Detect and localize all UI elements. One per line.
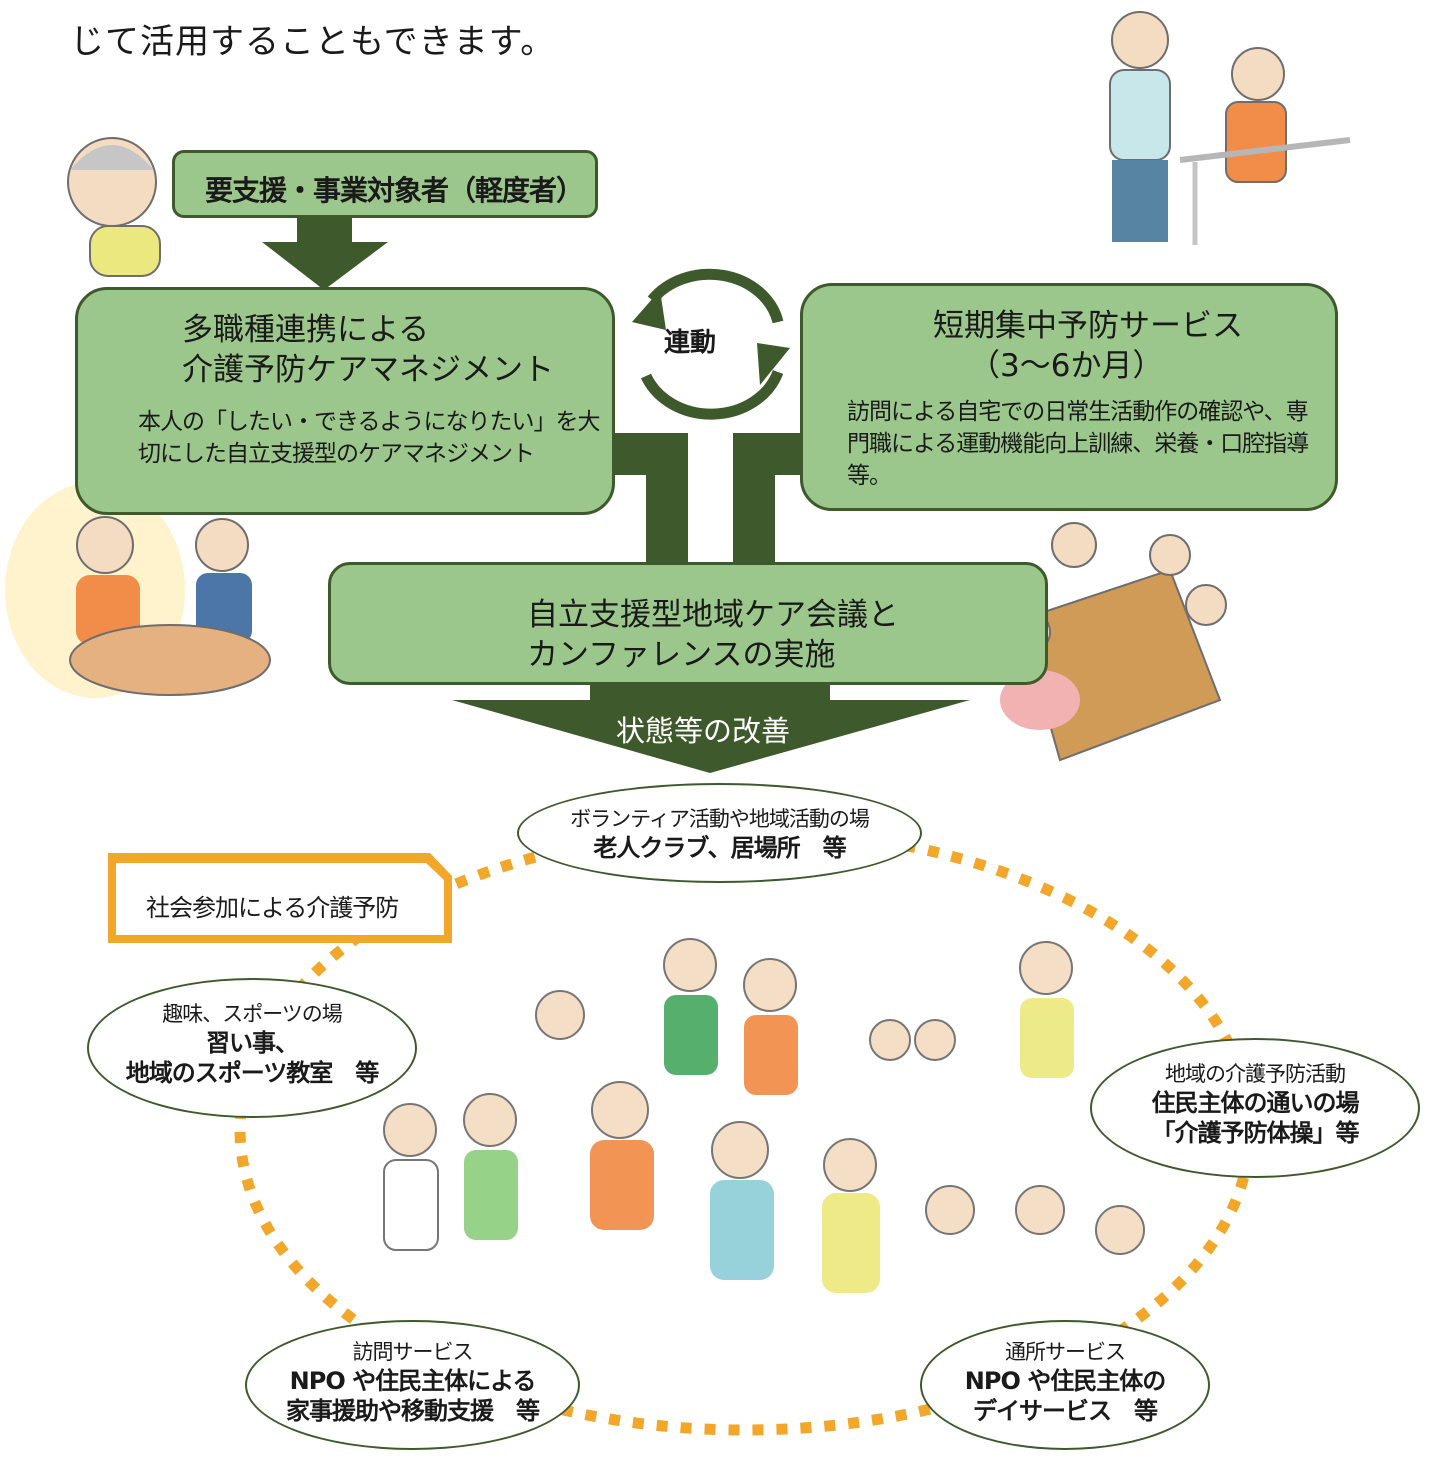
elderly-man-illustration (67, 137, 161, 277)
improvement-label: 状態等の改善 (616, 714, 791, 748)
care-management-desc: 本人の「したい・できるようになりたい」を大切にした自立支援型のケアマネジメント (138, 409, 601, 467)
down-arrow-icon (262, 218, 388, 290)
linkage-label: 連動 (664, 328, 717, 358)
care-management-box: 多職種連携による 介護予防ケアマネジメント 本人の「したい・できるようになりたい… (75, 287, 615, 515)
hobby-small: 趣味、スポーツの場 (162, 1002, 343, 1026)
cycle-arrows-icon (641, 268, 784, 420)
day-small: 通所サービス (1005, 1340, 1126, 1364)
hobby-bold-2: 地域のスポーツ教室 等 (125, 1059, 380, 1087)
volunteer-place: ボランティア活動や地域活動の場 老人クラブ、居場所 等 (517, 783, 922, 883)
visit-bold-1: NPO や住民主体による (289, 1367, 537, 1395)
caregiver-handrail-illustration (1109, 11, 1351, 245)
short-term-title-1: 短期集中予防サービス (933, 308, 1243, 344)
connector-left (615, 433, 688, 566)
care-management-title-2: 介護予防ケアマネジメント (182, 352, 554, 388)
conference-line-2: カンファレンスの実施 (527, 637, 836, 673)
short-term-service-box: 短期集中予防サービス （3～6か月） 訪問による自宅での日常生活動作の確認や、専… (800, 283, 1338, 511)
volunteer-bold: 老人クラブ、居場所 等 (593, 834, 846, 862)
day-bold-1: NPO や住民主体の (964, 1367, 1166, 1395)
hobby-place: 趣味、スポーツの場 習い事、 地域のスポーツ教室 等 (87, 978, 417, 1118)
local-care-bold-2: 「介護予防体操」等 (1151, 1119, 1360, 1147)
target-person-box: 要支援・事業対象者（軽度者） (172, 150, 598, 218)
visit-small: 訪問サービス (352, 1340, 474, 1364)
conference-box: 自立支援型地域ケア会議と カンファレンスの実施 (328, 562, 1048, 685)
day-bold-2: デイサービス 等 (973, 1397, 1158, 1425)
improvement-arrow-icon (452, 685, 970, 773)
visit-bold-2: 家事援助や移動支援 等 (286, 1397, 540, 1425)
care-management-title-1: 多職種連携による (182, 312, 430, 348)
counseling-illustration (5, 482, 271, 698)
connector-right (733, 433, 800, 566)
volunteer-small: ボランティア活動や地域活動の場 (570, 807, 870, 831)
local-care-small: 地域の介護予防活動 (1165, 1062, 1346, 1086)
day-service-place: 通所サービス NPO や住民主体の デイサービス 等 (920, 1320, 1210, 1450)
conference-line-1: 自立支援型地域ケア会議と (527, 597, 899, 633)
hobby-bold-1: 習い事、 (206, 1029, 299, 1057)
short-term-desc: 訪問による自宅での日常生活動作の確認や、専門職による運動機能向上訓練、栄養・口腔… (847, 399, 1309, 489)
intro-text: じて活用することもできます。 (70, 22, 556, 62)
target-person-label: 要支援・事業対象者（軽度者） (205, 174, 584, 207)
social-tab-shape (108, 853, 452, 943)
local-care-place: 地域の介護予防活動 住民主体の通いの場 「介護予防体操」等 (1090, 1038, 1420, 1178)
local-care-bold-1: 住民主体の通いの場 (1151, 1089, 1360, 1117)
meeting-table-illustration (1000, 522, 1227, 762)
community-activities-illustration (383, 938, 1145, 1293)
social-tab-label: 社会参加による介護予防 (146, 894, 399, 922)
short-term-title-2: （3～6か月） (969, 348, 1164, 384)
visit-service-place: 訪問サービス NPO や住民主体による 家事援助や移動支援 等 (245, 1320, 580, 1450)
